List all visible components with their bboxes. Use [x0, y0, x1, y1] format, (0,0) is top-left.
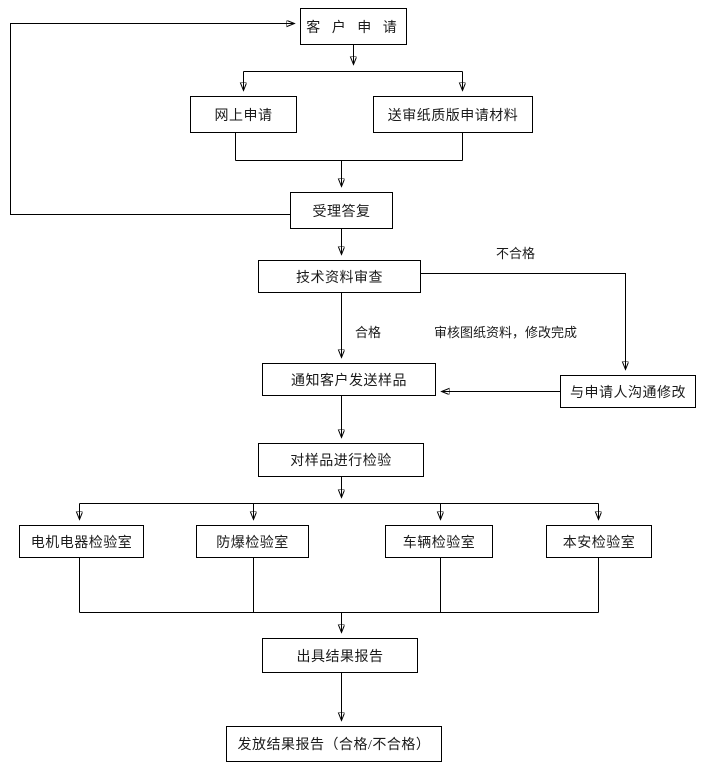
- node-acceptance-reply[interactable]: 受理答复: [290, 192, 393, 229]
- node-deliver-result-report[interactable]: 发放结果报告（合格/不合格）: [226, 726, 442, 762]
- node-lab-explosion-proof[interactable]: 防爆检验室: [196, 525, 309, 558]
- node-lab-motor-electrical[interactable]: 电机电器检验室: [19, 525, 144, 558]
- node-technical-document-review[interactable]: 技术资料审查: [258, 260, 421, 293]
- edge-label-pass: 合格: [355, 325, 382, 340]
- node-customer-application[interactable]: 客 户 申 请: [300, 8, 407, 45]
- node-sample-inspection[interactable]: 对样品进行检验: [258, 443, 424, 477]
- edge-label-drawing-review-done: 审核图纸资料，修改完成: [434, 325, 578, 340]
- node-issue-result-report[interactable]: 出具结果报告: [262, 638, 418, 673]
- edge-label-fail: 不合格: [496, 246, 536, 261]
- node-communicate-with-applicant[interactable]: 与申请人沟通修改: [560, 375, 696, 408]
- node-online-application[interactable]: 网上申请: [190, 96, 297, 133]
- node-notify-customer-send-sample[interactable]: 通知客户发送样品: [262, 363, 436, 396]
- node-paper-application-materials[interactable]: 送审纸质版申请材料: [373, 96, 533, 133]
- node-lab-vehicle[interactable]: 车辆检验室: [385, 525, 493, 558]
- node-lab-intrinsic-safety[interactable]: 本安检验室: [546, 525, 652, 558]
